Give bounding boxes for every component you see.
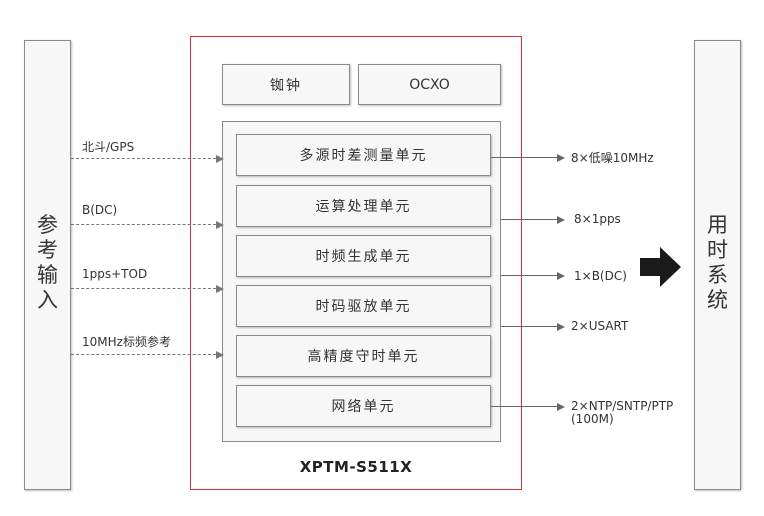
output-line-1pps [501,219,557,220]
unit-time-freq-generation: 时频生成单元 [236,235,491,277]
unit-label: 多源时差测量单元 [299,148,428,164]
ocxo-label: OCXO [409,76,450,93]
unit-label: 运算处理单元 [315,199,412,215]
device-name: XPTM-S511X [299,458,413,476]
rubidium-clock-label: 铷钟 [270,77,302,94]
arrowhead-icon [557,216,565,224]
output-label-usart: 2×USART [571,319,629,333]
output-line-usart [501,326,557,327]
unit-network: 网络单元 [236,385,491,427]
time-system-box [694,40,741,490]
big-arrow-icon [640,247,681,287]
output-label-1pps: 8×1pps [574,212,621,226]
reference-input-box [24,40,71,490]
output-label-ntp-speed: (100M) [571,412,614,426]
reference-input-char: 入 [37,288,58,312]
arrowhead-icon [216,155,224,163]
unit-label: 高精度守时单元 [307,349,420,365]
unit-computation: 运算处理单元 [236,185,491,227]
output-line-ntp [491,406,557,407]
time-system-char: 统 [707,288,728,312]
output-label-ntp: 2×NTP/SNTP/PTP [571,399,674,413]
output-label-bdc: 1×B(DC) [574,269,627,283]
arrowhead-icon [216,351,224,359]
output-label-10mhz: 8×低噪10MHz [571,151,654,165]
reference-input-label: 参 考 输 入 [24,213,71,313]
input-line-beidou-gps [71,158,216,159]
output-line-10mhz [491,157,557,158]
input-line-1pps-tod [71,288,216,289]
unit-multi-source-time-diff: 多源时差测量单元 [236,134,491,176]
rubidium-clock-box: 铷钟 [222,64,350,105]
arrowhead-icon [216,221,224,229]
unit-label: 时码驱放单元 [315,299,412,315]
reference-input-char: 输 [37,263,58,287]
time-system-label: 用 时 系 统 [694,213,741,313]
arrowhead-icon [557,154,565,162]
unit-time-code-driver: 时码驱放单元 [236,285,491,327]
arrowhead-icon [557,272,565,280]
reference-input-char: 考 [37,238,58,262]
reference-input-char: 参 [37,213,58,237]
ocxo-box: OCXO [358,64,501,105]
unit-label: 时频生成单元 [315,249,412,265]
time-system-char: 用 [707,213,728,237]
input-label-1pps-tod: 1pps+TOD [82,267,148,281]
unit-label: 网络单元 [331,399,396,415]
arrowhead-icon [557,323,565,331]
output-line-bdc [501,275,557,276]
input-line-bdc [71,224,216,225]
time-system-char: 系 [707,263,728,287]
time-system-char: 时 [707,238,728,262]
input-label-10mhz-ref: 10MHz标频参考 [82,335,171,349]
arrowhead-icon [557,403,565,411]
input-label-beidou-gps: 北斗/GPS [82,140,135,154]
input-label-bdc: B(DC) [82,203,118,217]
arrowhead-icon [216,285,224,293]
input-line-10mhz-ref [71,354,216,355]
unit-high-precision-holdover: 高精度守时单元 [236,335,491,377]
